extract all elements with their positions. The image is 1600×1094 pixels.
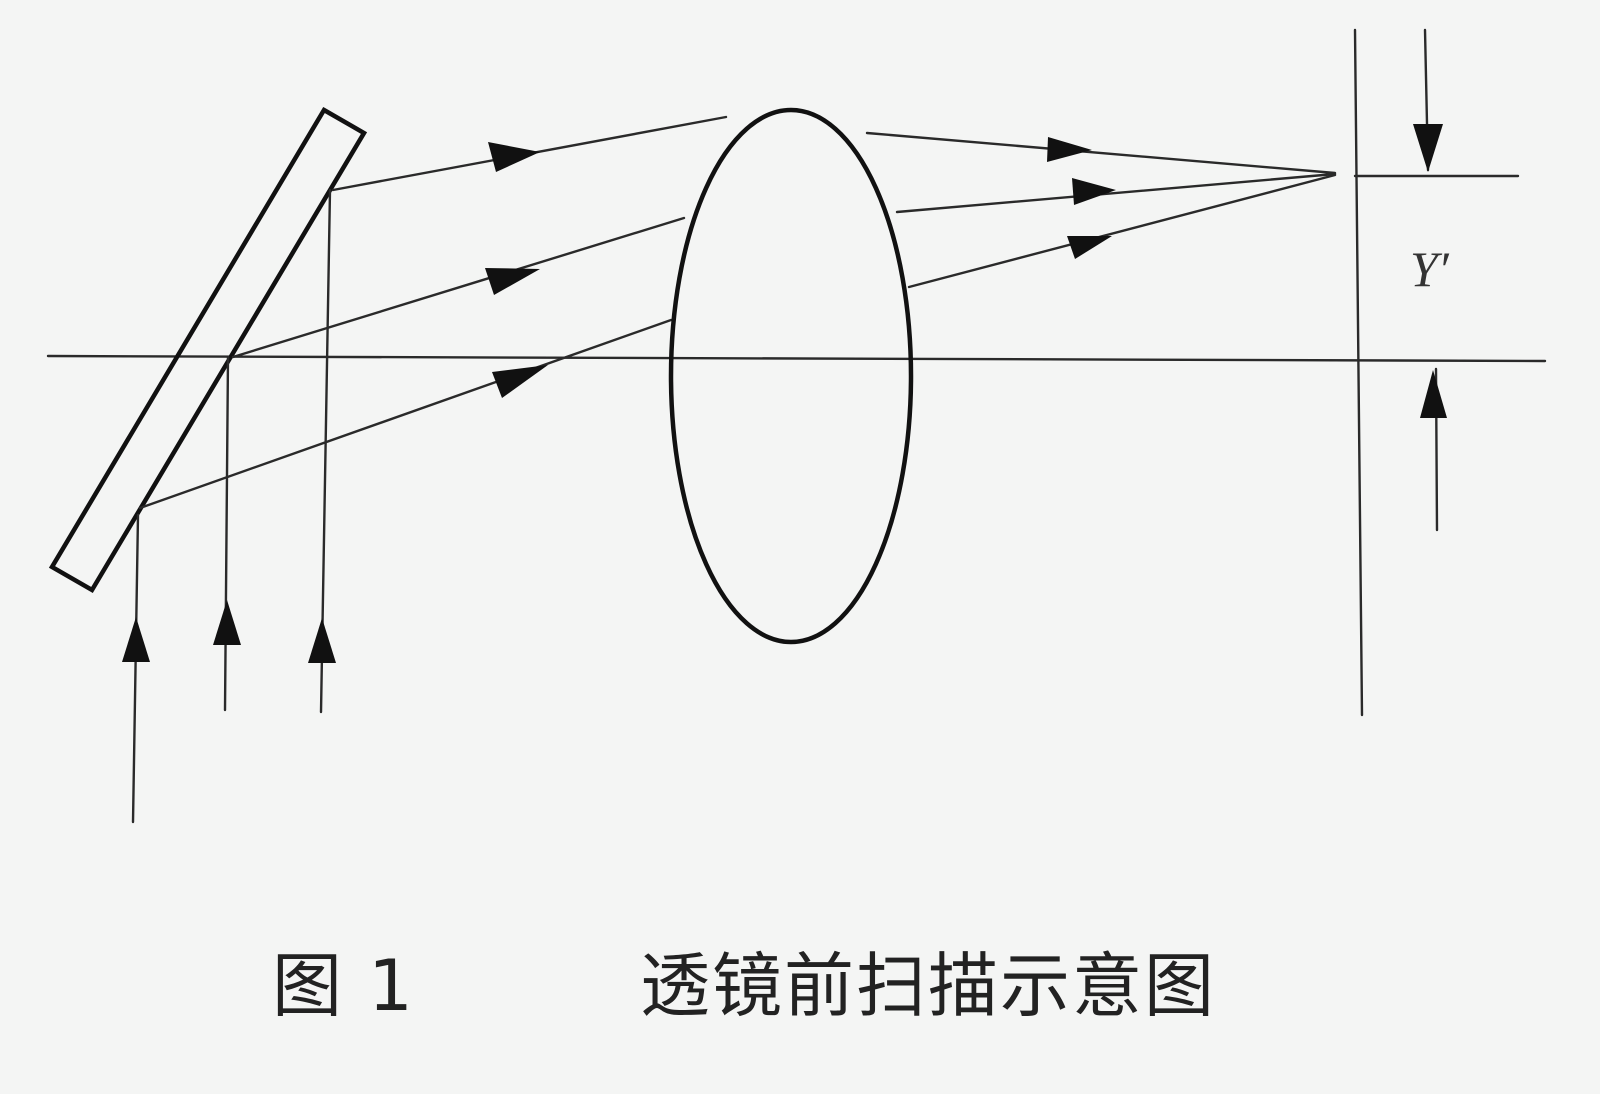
lens — [668, 107, 914, 645]
image-height-label: Y′ — [1410, 241, 1449, 297]
scan-mirror — [48, 106, 368, 594]
reflected-rays — [138, 115, 728, 510]
arrow-up-icon — [308, 618, 336, 663]
arrow-down-icon — [1413, 124, 1443, 172]
arrow-up-icon — [1420, 370, 1447, 418]
arrow-right-icon — [1047, 137, 1092, 162]
arrow-right-icon — [488, 142, 540, 172]
arrow-right-icon — [1067, 236, 1112, 259]
image-plane-line — [1353, 28, 1364, 717]
optical-axis — [46, 354, 1547, 363]
arrow-right-icon — [485, 268, 540, 295]
arrow-up-icon — [122, 617, 150, 662]
image-height-dimension — [1413, 28, 1447, 532]
arrow-right-icon — [1072, 178, 1116, 205]
figure-title: 透镜前扫描示意图 — [640, 945, 1216, 1027]
incident-beams — [122, 188, 336, 824]
arrow-up-icon — [213, 600, 241, 645]
arrow-right-icon — [492, 365, 548, 398]
figure-number: 图 1 — [272, 945, 415, 1027]
converging-rays — [865, 131, 1337, 289]
